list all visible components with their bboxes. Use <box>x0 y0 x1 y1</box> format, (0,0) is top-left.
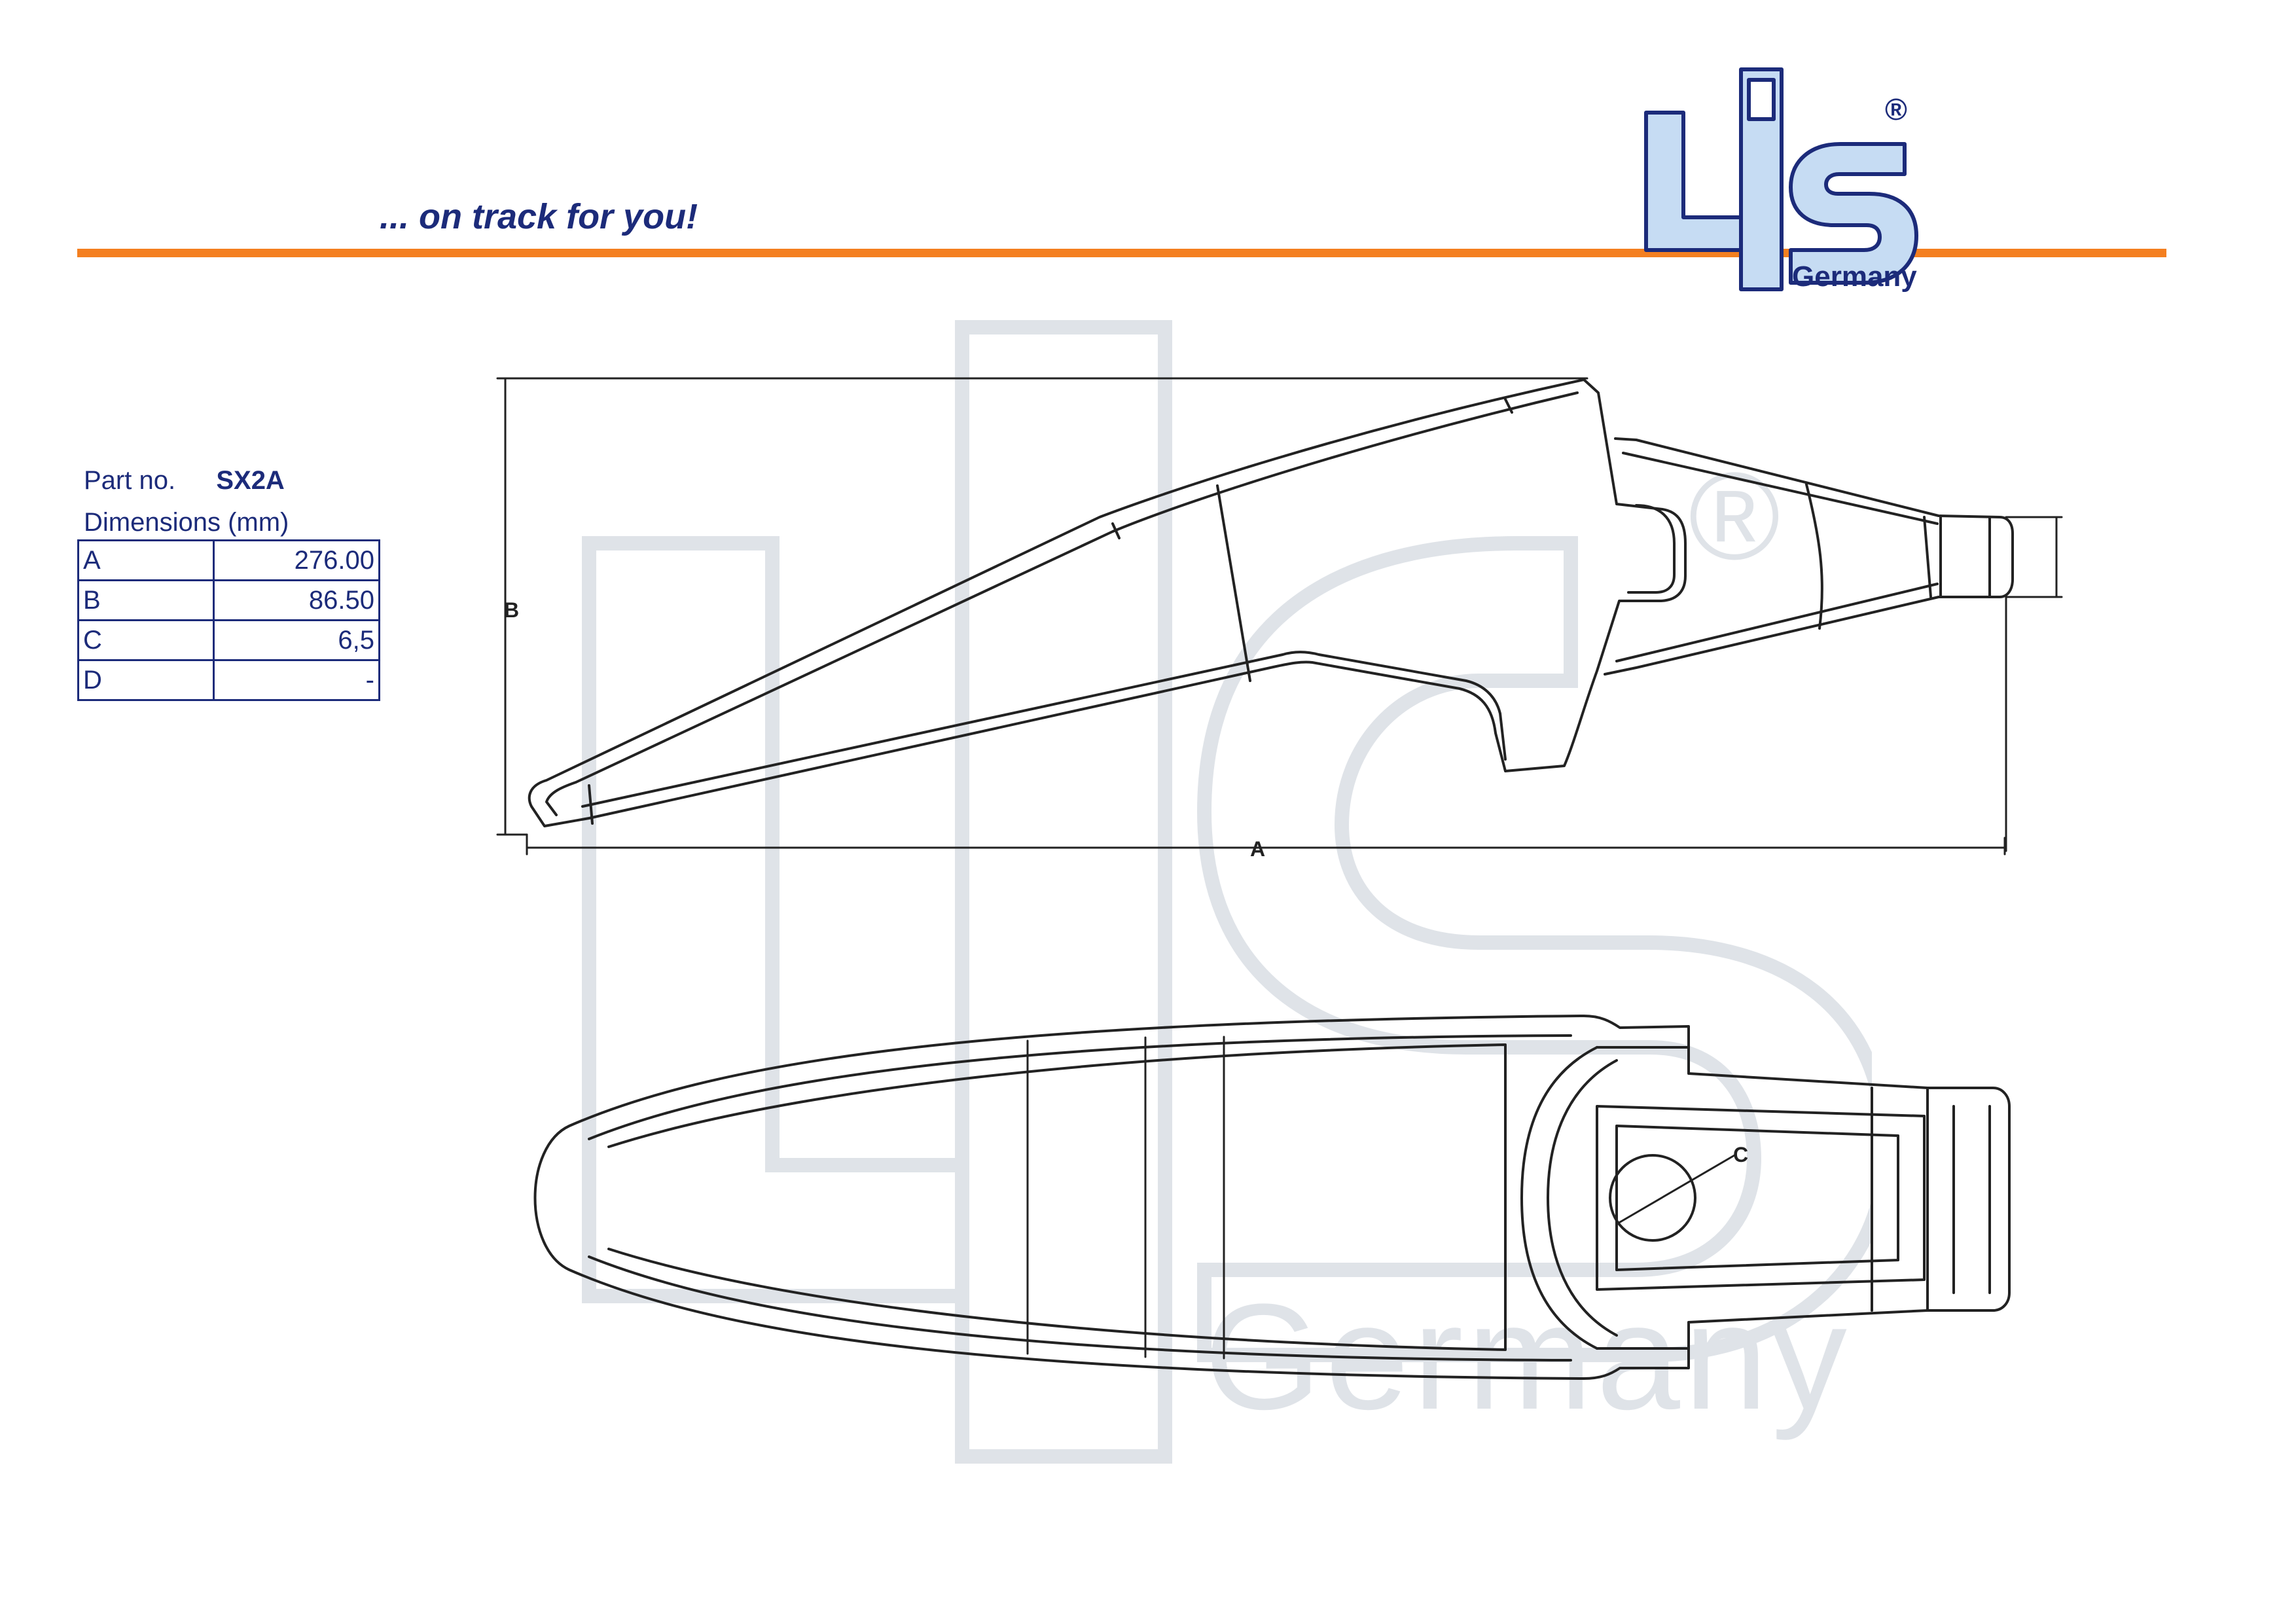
lis-logo <box>1644 67 1918 291</box>
part-number-value: SX2A <box>216 466 285 495</box>
dimension-key: C <box>77 619 215 661</box>
slogan: ... on track for you! <box>380 197 698 236</box>
part-number-row: Part no. SX2A <box>84 466 285 496</box>
dimension-key: A <box>77 539 215 581</box>
logo-subtitle: Germany <box>1792 261 1917 293</box>
side-view-outline <box>528 378 2014 827</box>
table-row: C 6,5 <box>77 619 380 661</box>
dimension-key: D <box>77 659 215 701</box>
header-rule <box>77 249 2166 257</box>
dimension-value: 86.50 <box>213 579 380 621</box>
logo-registered-mark: ® <box>1885 92 1907 126</box>
dimension-label-a: A <box>1250 837 1265 861</box>
table-row: B 86.50 <box>77 579 380 621</box>
dimension-label-c: C <box>1733 1143 1748 1166</box>
watermark-logo <box>582 320 1872 1464</box>
dimension-value: - <box>213 659 380 701</box>
dimension-key: B <box>77 579 215 621</box>
part-number-label: Part no. <box>84 466 176 495</box>
top-view-outline <box>533 1015 2011 1380</box>
table-row: D - <box>77 659 380 701</box>
dimension-label-b: B <box>504 598 519 622</box>
dimension-value: 276.00 <box>213 539 380 581</box>
dimensions-table: A 276.00 B 86.50 C 6,5 D - <box>77 539 380 701</box>
dimensions-heading: Dimensions (mm) <box>84 508 289 537</box>
side-view-dimension-lines <box>496 377 2063 856</box>
dimension-value: 6,5 <box>213 619 380 661</box>
table-row: A 276.00 <box>77 539 380 581</box>
